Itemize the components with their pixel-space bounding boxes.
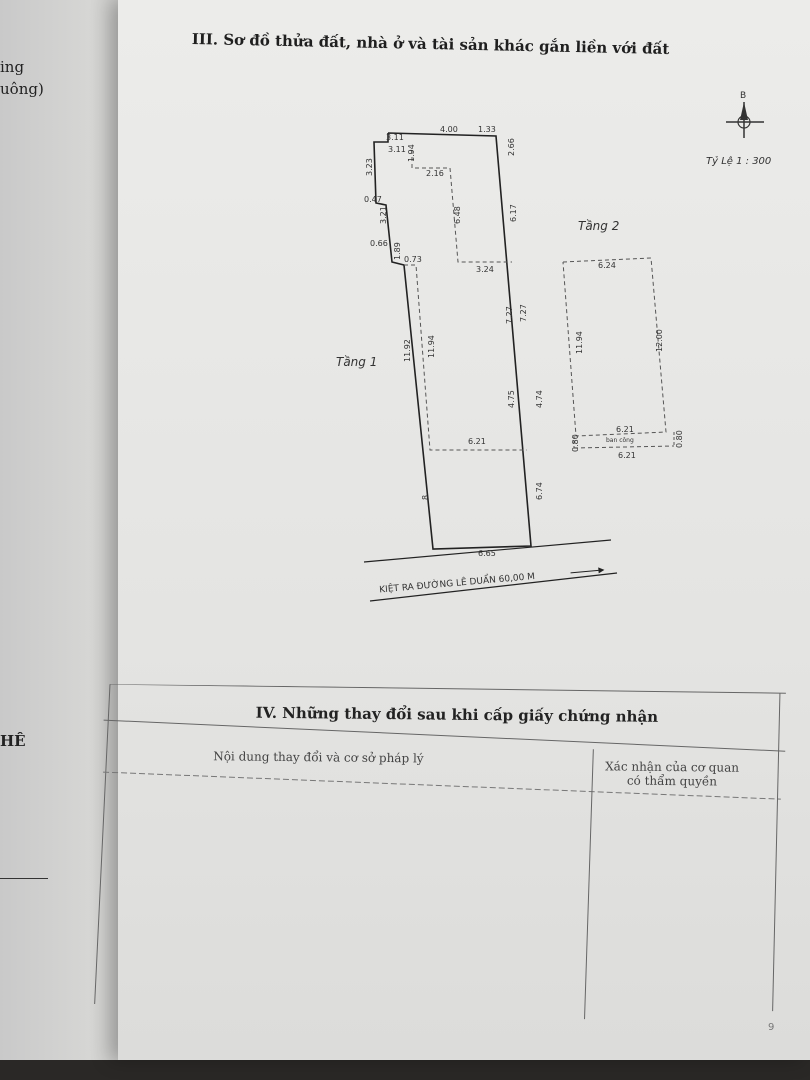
floor-2-outline	[562, 257, 667, 437]
changes-table-grid	[94, 684, 786, 1020]
dimension-label: 3.21	[379, 206, 388, 224]
dimension-label: ban công	[606, 437, 634, 444]
dimension-label: 1.33	[478, 125, 496, 134]
dimension-label: 12.00	[655, 329, 664, 352]
dimension-label: 11.92	[403, 339, 412, 362]
dimension-label: 7.27	[505, 306, 514, 324]
scale-label: Tỷ Lệ 1 : 300	[706, 155, 771, 167]
page-number: 9	[768, 1022, 775, 1033]
dimension-label: 6.48	[453, 206, 462, 224]
road-edge	[363, 539, 612, 563]
floor-1-inner-outline	[404, 264, 527, 451]
document-page	[118, 0, 810, 1060]
floor-1-boundary	[373, 132, 532, 550]
road-edge	[369, 572, 618, 602]
dimension-label: 1.94	[407, 144, 416, 162]
dimension-label: 3.11	[386, 133, 404, 142]
floor-2-outline	[573, 445, 675, 449]
dimension-label: 3.11	[388, 145, 406, 154]
dimension-label: 6.21	[618, 451, 636, 460]
dimension-label: 4.75	[507, 390, 516, 408]
dimension-label: 4.74	[535, 390, 544, 408]
column-header-change-content: Nội dung thay đổi và cơ sở pháp lý	[213, 749, 424, 766]
dimension-label: 0.66	[370, 239, 388, 248]
dimension-label: 6.21	[468, 437, 486, 446]
left-page-rule	[0, 878, 48, 879]
dimension-label: 1.89	[393, 242, 402, 260]
dimension-label: 11.94	[427, 335, 436, 358]
dimension-label: 4.00	[440, 125, 458, 134]
floor-2-label: Tầng 2	[578, 219, 619, 233]
dimension-label: 2.66	[507, 138, 516, 156]
dimension-label: 6.21	[616, 425, 634, 434]
dimension-label: 2.16	[426, 169, 444, 178]
left-page-fragment: uông)	[0, 80, 44, 98]
dimension-label: 3.23	[365, 158, 374, 176]
road-arrow-icon	[570, 569, 599, 574]
dimension-label: 0.80	[571, 434, 580, 452]
road-arrow-icon	[598, 567, 605, 574]
left-page-fragment: ing	[0, 58, 25, 76]
dimension-label: 6.65	[478, 549, 496, 558]
dimension-label: 7.27	[519, 304, 528, 322]
left-page-fragment: HÊ	[0, 732, 26, 750]
changes-table: IV. Những thay đổi sau khi cấp giấy chứn…	[92, 684, 786, 1031]
floor-1-label: Tầng 1	[336, 355, 377, 369]
compass-icon: B	[726, 91, 764, 138]
column-header-authority-line: Xác nhận của cơ quan	[605, 759, 740, 775]
floor-1-inner-outline	[411, 150, 512, 263]
dimension-label: 6.24	[598, 261, 616, 270]
column-header-authority: Xác nhận của cơ quan có thẩm quyền	[605, 759, 739, 788]
dimension-label: 6.17	[509, 204, 518, 222]
column-header-authority-line: có thẩm quyền	[626, 773, 718, 789]
dimension-label: 0.47	[364, 195, 382, 204]
dimension-label: 3.24	[476, 265, 494, 274]
dimension-label: 6.74	[535, 482, 544, 500]
dimension-label: 8	[421, 495, 430, 500]
dimension-label: 0.80	[675, 430, 684, 448]
compass-north-label: B	[740, 91, 746, 101]
dimension-label: 0.73	[404, 255, 422, 264]
dimension-label: 11.94	[575, 331, 584, 354]
